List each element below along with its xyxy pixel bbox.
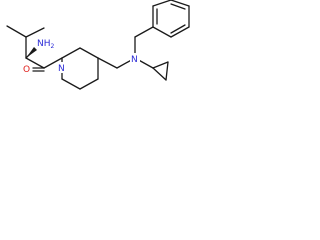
bond-benzene-2 [170, 26, 190, 38]
bond-benzene-5 [152, 0, 172, 7]
bond-ring-2 [79, 47, 99, 59]
amine-nitrogen-label-bg [130, 53, 140, 64]
atom-labels: NH2 O N N [22, 37, 140, 75]
bond-cyclopropyl-3 [152, 67, 167, 81]
amine-label-text: NH [37, 39, 51, 49]
bond-benzene-inner-3 [170, 3, 186, 10]
bond-methyl-left [6, 25, 27, 38]
bond-alpha-carbonyl [25, 57, 45, 69]
bond-cyclopropyl-2 [165, 61, 169, 81]
bond-benzene-4 [170, 0, 190, 7]
amine-label-subscript: 2 [51, 43, 55, 50]
bond-benzene-1 [152, 26, 172, 38]
bond-alpha-amine-wedge [26, 47, 37, 58]
amine-nitrogen-label: N [131, 55, 138, 65]
bond-ring-5 [61, 78, 81, 90]
amine-label-bg [36, 37, 54, 48]
oxygen-label-bg [22, 63, 32, 74]
bond-ring-ch2 [97, 57, 118, 69]
bonds [6, 0, 190, 90]
oxygen-label: O [23, 65, 30, 75]
bond-ring-4 [79, 78, 99, 90]
bond-carbonyl-ring-n [43, 57, 63, 69]
bond-ring-1 [61, 47, 81, 59]
bond-methyl-top [25, 27, 45, 38]
bond-benzyl-ring [134, 26, 154, 38]
molecule-structure: NH2 O N N [6, 0, 190, 90]
ring-nitrogen-label-bg [57, 62, 67, 73]
bond-benzene-inner-2 [170, 24, 186, 34]
bond-cyclopropyl-1 [152, 61, 169, 69]
amine-label: NH2 [37, 39, 55, 50]
ring-nitrogen-label: N [58, 64, 65, 74]
